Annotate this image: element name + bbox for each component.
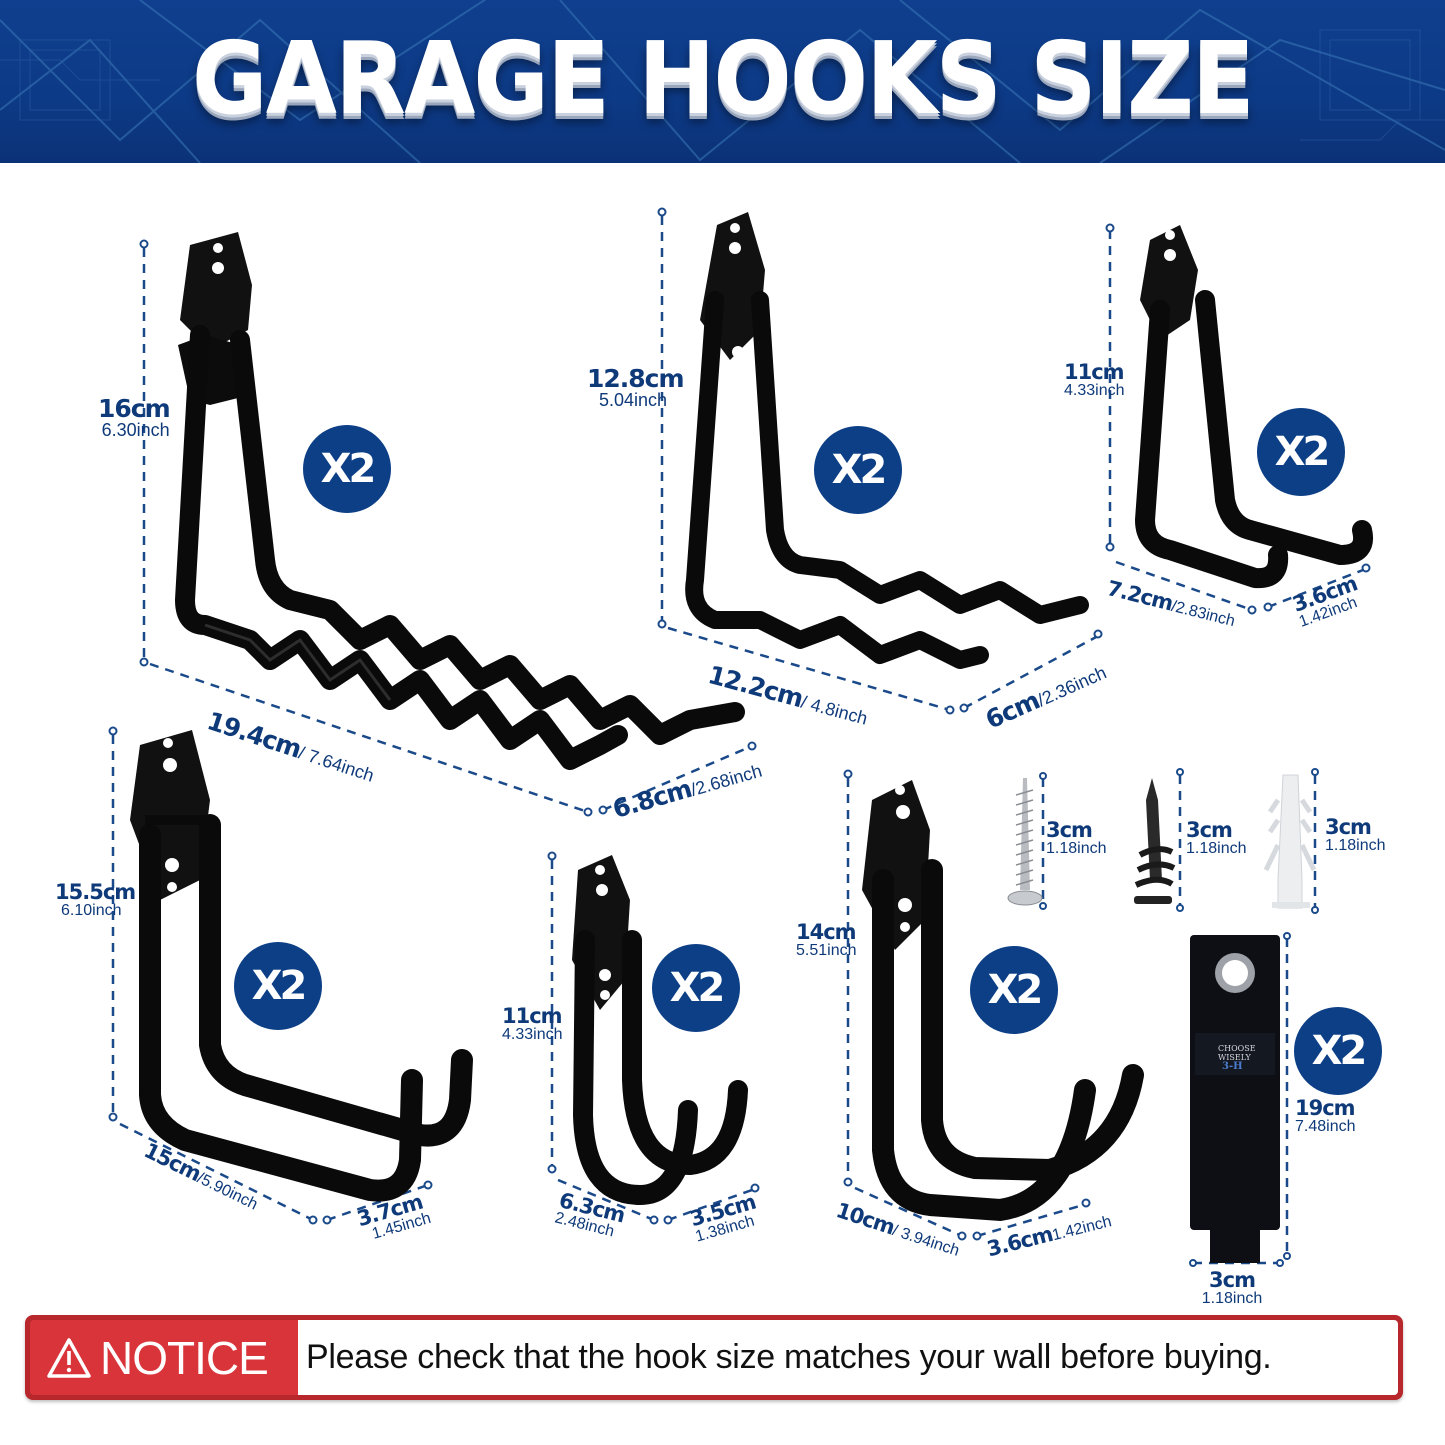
plastic-anchor-illustration: [1263, 774, 1317, 909]
hook-2-illustration: [685, 212, 1089, 669]
strap-logo-mark: 3-H: [1222, 1061, 1243, 1072]
drywall-anchor-illustration: [1134, 778, 1176, 904]
quantity-badge-hook-3: X2: [1257, 408, 1345, 496]
quantity-badge-hook-5: X2: [652, 944, 740, 1032]
quantity-badge-hook-6: X2: [970, 946, 1058, 1034]
quantity-badge-hook-1: X2: [303, 425, 391, 513]
strap-logo-line2: WISELY: [1218, 1053, 1251, 1062]
header-banner: GARAGE HOOKS SIZE: [0, 0, 1445, 163]
screw-illustration: [1007, 778, 1043, 906]
hook-3-illustration: [1135, 225, 1373, 589]
page-title: GARAGE HOOKS SIZE: [192, 20, 1255, 137]
warning-triangle-icon: [47, 1337, 91, 1378]
strap-illustration: [1190, 935, 1280, 1263]
notice-bar: NOTICE Please check that the hook size m…: [25, 1315, 1403, 1400]
hook-5-illustration: [572, 855, 748, 1206]
notice-tag: NOTICE: [30, 1320, 298, 1395]
quantity-badge-strap: X2: [1294, 1007, 1382, 1095]
quantity-badge-hook-2: X2: [814, 426, 902, 514]
dimension-lines: [111, 216, 1364, 1265]
hook-6-illustration: [862, 780, 1144, 1222]
notice-message: Please check that the hook size matches …: [298, 1320, 1398, 1395]
notice-label: NOTICE: [100, 1331, 269, 1384]
quantity-badge-hook-4: X2: [234, 942, 322, 1030]
hook-4-illustration: [130, 730, 473, 1202]
hook-1-illustration: [175, 232, 745, 770]
strap-logo-line1: CHOOSE: [1218, 1044, 1256, 1053]
circuit-pattern: [0, 0, 1445, 163]
dimension-endpoints: [108, 207, 1371, 1267]
